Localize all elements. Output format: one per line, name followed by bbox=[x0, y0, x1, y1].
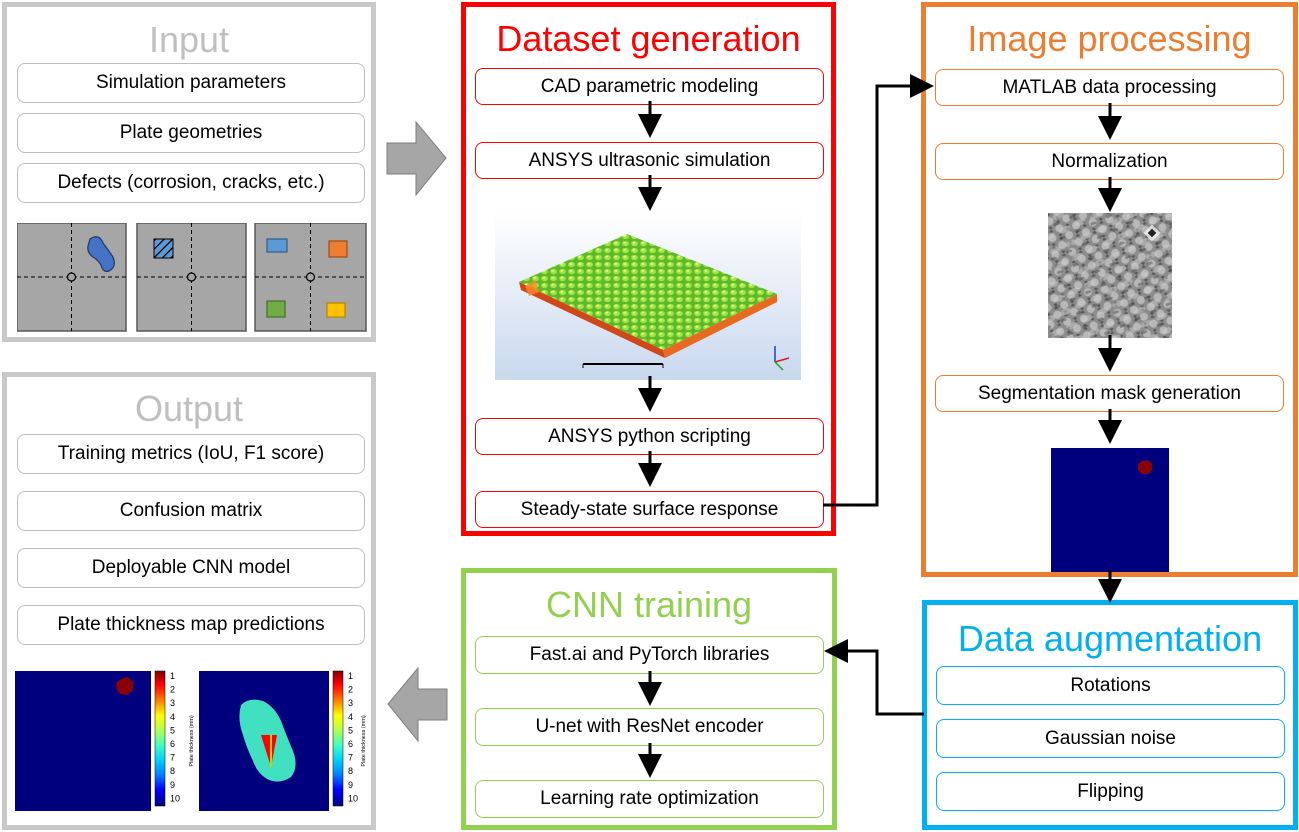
colorbar-tick-label: 1 bbox=[170, 671, 175, 681]
colorbar-tick-label: 3 bbox=[348, 698, 353, 708]
output-panel: Output Training metrics (IoU, F1 score) … bbox=[2, 372, 376, 830]
colorbar-tick-label: 5 bbox=[170, 725, 175, 735]
colorbar-tick-label: 10 bbox=[348, 793, 358, 803]
colorbar-tick-label: 2 bbox=[348, 685, 353, 695]
colorbar-label-right: Plate thickness (mm) bbox=[361, 715, 367, 767]
colorbar-tick-label: 9 bbox=[170, 780, 175, 790]
output-item-training-metrics: Training metrics (IoU, F1 score) bbox=[17, 434, 365, 474]
crack-defect-shape bbox=[153, 238, 174, 259]
colorbar-tick-label: 8 bbox=[348, 766, 353, 776]
step-unet-resnet: U-net with ResNet encoder bbox=[475, 708, 824, 746]
step-surface-response: Steady-state surface response bbox=[475, 491, 824, 528]
image-processing-panel: Image processing MATLAB data processing … bbox=[921, 2, 1298, 577]
output-item-confusion-matrix: Confusion matrix bbox=[17, 491, 365, 531]
step-fastai-pytorch: Fast.ai and PyTorch libraries bbox=[475, 636, 824, 674]
colorbar-tick-label: 1 bbox=[348, 671, 353, 681]
colorbar-tick-label: 9 bbox=[348, 780, 353, 790]
input-item-plate-geometries: Plate geometries bbox=[17, 113, 365, 153]
training-to-output-arrow bbox=[387, 666, 448, 743]
colorbar-2 bbox=[332, 670, 344, 807]
step-mask-generation: Segmentation mask generation bbox=[935, 375, 1284, 412]
defect-core-2 bbox=[261, 735, 277, 767]
mask-defect bbox=[1138, 460, 1152, 474]
step-rotations: Rotations bbox=[936, 666, 1285, 705]
colorbar-tick-label: 5 bbox=[348, 725, 353, 735]
colorbar-tick-label: 2 bbox=[170, 685, 175, 695]
step-matlab-processing: MATLAB data processing bbox=[935, 69, 1284, 106]
input-item-defects: Defects (corrosion, cracks, etc.) bbox=[17, 163, 365, 203]
colorbar-tick-label: 10 bbox=[170, 793, 180, 803]
colorbar-tick-label: 4 bbox=[348, 712, 353, 722]
normalized-surface-image bbox=[1048, 213, 1172, 338]
colorbar-tick-label: 8 bbox=[170, 766, 175, 776]
colorbar-tick-label: 7 bbox=[348, 753, 353, 763]
colorbar-tick-label: 3 bbox=[170, 698, 175, 708]
step-python-scripting: ANSYS python scripting bbox=[475, 418, 824, 455]
thickness-map-1 bbox=[15, 671, 151, 811]
data-augmentation-title: Data augmentation bbox=[957, 618, 1263, 659]
dataset-generation-panel: Dataset generation CAD parametric modeli… bbox=[461, 2, 836, 536]
image-processing-title: Image processing bbox=[967, 18, 1252, 59]
output-item-thickness-maps: Plate thickness map predictions bbox=[17, 605, 365, 645]
input-item-simulation-parameters: Simulation parameters bbox=[17, 63, 365, 103]
plate-corrosion bbox=[17, 223, 127, 332]
plate-multiple-defects bbox=[254, 223, 367, 332]
ansys-surface-image bbox=[495, 212, 801, 380]
plate-crack bbox=[136, 223, 247, 332]
dataset-generation-title: Dataset generation bbox=[496, 18, 801, 59]
cnn-training-title: CNN training bbox=[545, 584, 753, 625]
colorbar-label-left: Plate thickness (mm) bbox=[189, 715, 195, 767]
step-ansys-simulation: ANSYS ultrasonic simulation bbox=[475, 142, 824, 179]
plate-schematics bbox=[17, 223, 367, 332]
data-augmentation-panel: Data augmentation Rotations Gaussian noi… bbox=[922, 600, 1298, 830]
step-cad-modeling: CAD parametric modeling bbox=[475, 68, 824, 105]
colorbar-1 bbox=[154, 670, 166, 807]
cnn-training-panel: CNN training Fast.ai and PyTorch librari… bbox=[461, 568, 837, 830]
input-to-dataset-arrow bbox=[386, 120, 447, 197]
output-title: Output bbox=[134, 388, 244, 429]
segmentation-mask-image bbox=[1051, 448, 1169, 572]
output-item-cnn-model: Deployable CNN model bbox=[17, 548, 365, 588]
step-learning-rate: Learning rate optimization bbox=[475, 780, 824, 818]
colorbar-tick-label: 4 bbox=[170, 712, 175, 722]
thickness-map-predictions: 1 2 3 4 5 6 7 8 9 10 1 2 3 4 5 6 7 8 9 10 Plate thickness … bbox=[15, 670, 367, 811]
colorbar-tick-label: 6 bbox=[348, 739, 353, 749]
colorbar-tick-label: 7 bbox=[170, 753, 175, 763]
step-normalization: Normalization bbox=[935, 143, 1284, 180]
corrosion-defect-shape bbox=[87, 236, 115, 272]
step-gaussian-noise: Gaussian noise bbox=[936, 719, 1285, 758]
step-flipping: Flipping bbox=[936, 772, 1285, 811]
axis-triad-icon bbox=[774, 346, 790, 371]
colorbar-tick-label: 6 bbox=[170, 739, 175, 749]
input-title: Input bbox=[148, 19, 230, 60]
input-panel: Input Simulation parameters Plate geomet… bbox=[2, 2, 376, 342]
defect-marker-1 bbox=[116, 677, 133, 695]
